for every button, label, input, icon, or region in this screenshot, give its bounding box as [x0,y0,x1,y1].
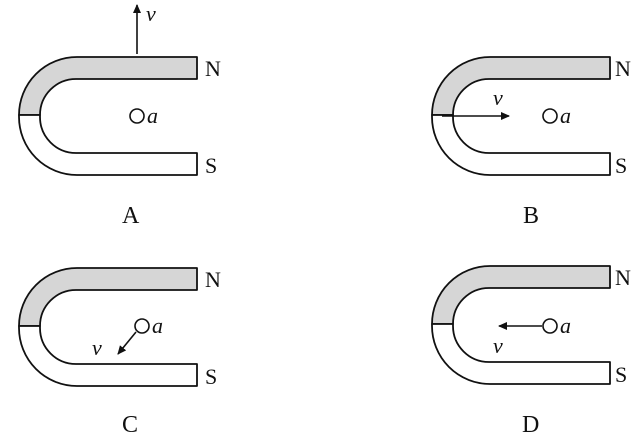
south-arm [18,114,198,176]
north-pole-label: N [615,265,631,290]
particle [542,318,558,334]
south-pole-label: S [205,153,217,178]
panel-caption: D [522,412,539,438]
panel-b: N S a v B [431,56,631,229]
panel-c: N S a v C [18,267,221,438]
panel-caption: C [122,412,138,438]
velocity-label: v [493,85,503,110]
south-pole-label: S [615,362,627,387]
velocity-label: v [92,335,102,360]
south-pole-label: S [615,153,627,178]
panel-a: N S a v A [18,1,221,229]
particle [129,108,145,124]
velocity-label: v [493,333,503,358]
panel-caption: B [523,203,539,229]
south-arm [18,325,198,387]
north-pole-label: N [615,56,631,81]
north-arm [18,267,198,327]
particle-label: a [147,103,158,128]
north-pole-label: N [205,56,221,81]
south-arm [431,323,611,385]
north-arm [18,56,198,116]
velocity-label: v [146,1,156,26]
particle-label: a [560,103,571,128]
particle-label: a [560,313,571,338]
north-arm [431,265,611,325]
particle [542,108,558,124]
panel-caption: A [122,203,140,229]
north-pole-label: N [205,267,221,292]
south-pole-label: S [205,364,217,389]
particle [134,318,150,334]
north-arm [431,56,611,116]
south-arm [431,114,611,176]
velocity-arrow [117,331,137,355]
particle-label: a [152,313,163,338]
panel-d: N S a v D [431,265,631,438]
